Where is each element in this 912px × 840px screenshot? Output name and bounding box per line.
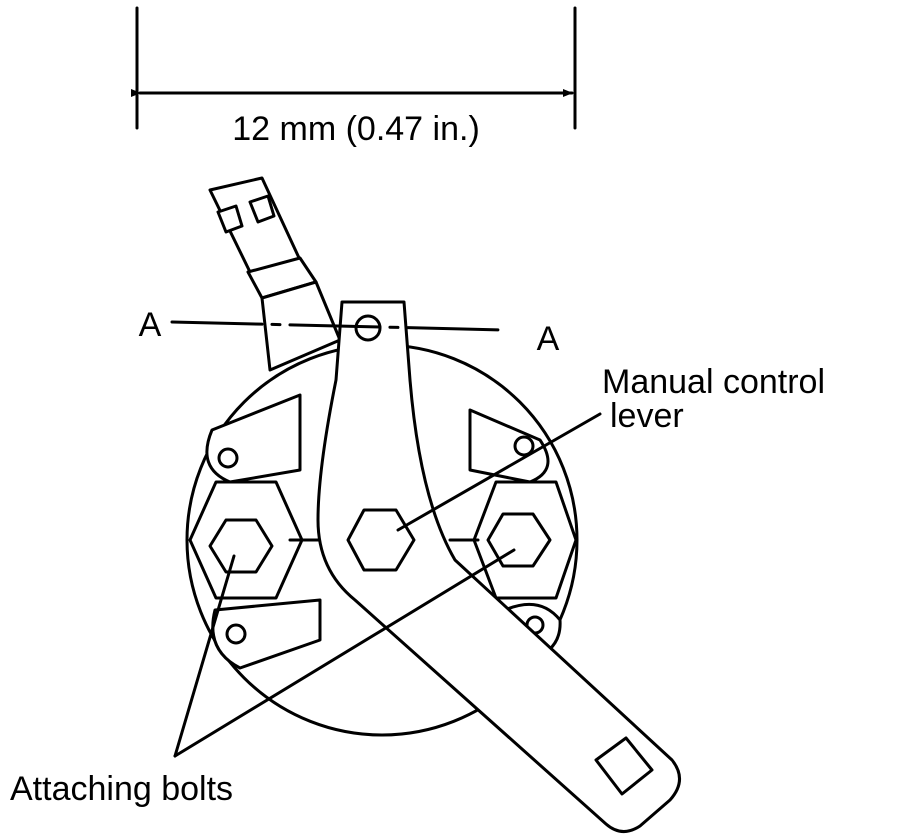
bolt-hex-left — [208, 518, 274, 574]
dimension-label: 12 mm (0.47 in.) — [232, 110, 480, 148]
callout-line-bolt-right — [173, 548, 516, 758]
section-line-a-a: A A — [139, 306, 560, 358]
ear-hole-upper-left — [217, 447, 239, 469]
callout-attaching-bolts: Attaching bolts — [10, 548, 516, 808]
lever-body — [316, 300, 681, 833]
ear-lower-left — [211, 598, 322, 670]
dimension-12mm: 12 mm (0.47 in.) — [131, 6, 577, 148]
section-label-left: A — [139, 306, 162, 344]
lever-end-slot — [594, 736, 654, 796]
section-dash-line — [170, 320, 507, 332]
callout-manual-control-lever: Manual control lever — [396, 363, 825, 532]
attaching-bolt-left — [188, 480, 304, 600]
callout-lever-line2: lever — [610, 397, 684, 435]
shaft-slot-1 — [216, 204, 244, 234]
ear-hole-upper-right — [513, 435, 535, 457]
lever-center-nut — [346, 508, 416, 572]
callout-line-lever — [396, 412, 602, 532]
section-label-right: A — [537, 320, 560, 358]
ear-hole-lower-left — [225, 623, 247, 645]
shaft-slot-2 — [248, 194, 276, 224]
attaching-bolt-right — [472, 480, 578, 600]
shaft — [208, 176, 342, 372]
callout-line-bolt-left — [173, 554, 236, 758]
callout-bolts-label: Attaching bolts — [10, 770, 233, 808]
bolt-hex-right — [486, 512, 552, 568]
callout-lever-line1: Manual control — [602, 363, 825, 401]
manual-control-lever — [316, 300, 681, 833]
